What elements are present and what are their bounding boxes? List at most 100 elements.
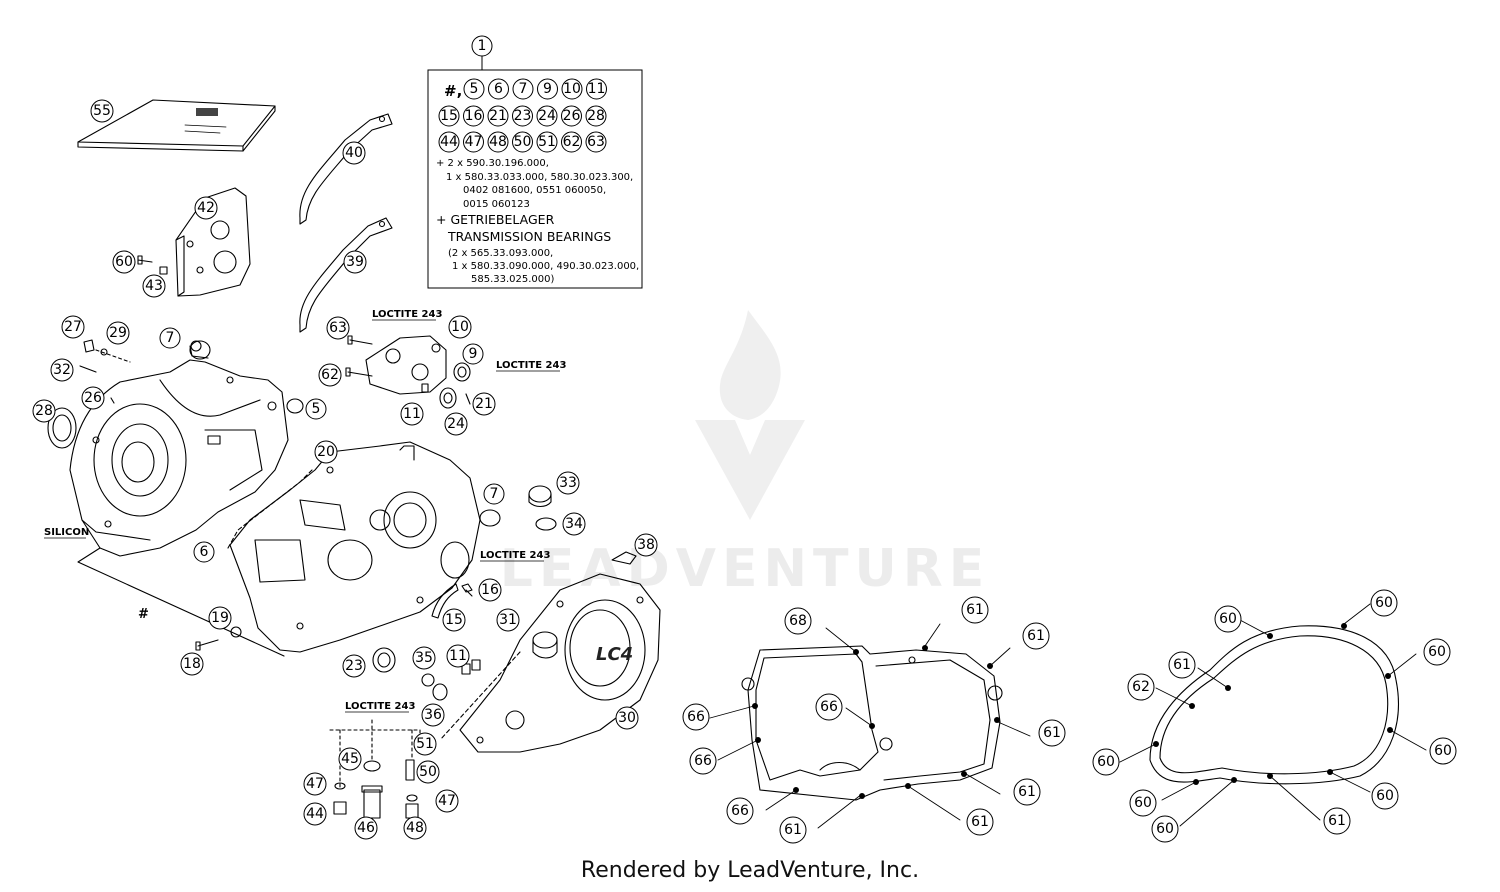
- callout-61e[interactable]: 61: [966, 808, 994, 836]
- callout-30[interactable]: 30: [615, 706, 639, 730]
- callout-48[interactable]: 48: [403, 816, 427, 840]
- callout-35[interactable]: 35: [412, 646, 436, 670]
- kit-circled-number: 28: [585, 105, 607, 127]
- callout-34[interactable]: 34: [562, 512, 586, 536]
- svg-text:60: 60: [1376, 788, 1394, 804]
- callout-43[interactable]: 43: [142, 274, 166, 298]
- callout-60e[interactable]: 60: [1092, 748, 1120, 776]
- callout-60f[interactable]: 60: [1371, 782, 1399, 810]
- svg-text:47: 47: [306, 776, 324, 792]
- callout-60b[interactable]: 60: [1370, 589, 1398, 617]
- kit-circled-number: 23: [512, 105, 533, 127]
- svg-text:66: 66: [694, 753, 712, 769]
- callout-33[interactable]: 33: [556, 471, 580, 495]
- callout-6[interactable]: 6: [193, 541, 215, 563]
- kit-line-3: 0402 081600, 0551 060050,: [463, 185, 606, 196]
- callout-36[interactable]: 36: [421, 703, 445, 727]
- callout-16[interactable]: 16: [478, 578, 502, 602]
- callout-31[interactable]: 31: [496, 608, 520, 632]
- callout-60a[interactable]: 60: [1214, 605, 1242, 633]
- svg-text:60: 60: [1134, 795, 1152, 811]
- callout-61f[interactable]: 61: [779, 816, 807, 844]
- callout-20[interactable]: 20: [314, 440, 338, 464]
- kit-circled-number: 47: [463, 131, 484, 153]
- callout-23[interactable]: 23: [342, 654, 366, 678]
- svg-text:61: 61: [1043, 725, 1061, 741]
- svg-text:34: 34: [565, 516, 583, 532]
- callout-44[interactable]: 44: [303, 802, 327, 826]
- callout-45[interactable]: 45: [338, 747, 362, 771]
- kit-circled-number: 16: [463, 105, 484, 127]
- callout-66c[interactable]: 66: [689, 747, 717, 775]
- callout-18[interactable]: 18: [180, 652, 204, 676]
- callout-1[interactable]: 1: [471, 35, 493, 57]
- callout-27[interactable]: 27: [61, 315, 85, 339]
- svg-text:11: 11: [403, 406, 421, 422]
- callout-61h[interactable]: 61: [1323, 807, 1351, 835]
- callout-61a[interactable]: 61: [961, 596, 989, 624]
- callout-19[interactable]: 19: [208, 606, 232, 630]
- callout-66a[interactable]: 66: [815, 693, 843, 721]
- callout-47b[interactable]: 47: [435, 789, 459, 813]
- callout-62[interactable]: 62: [318, 363, 342, 387]
- callout-60h[interactable]: 60: [1151, 815, 1179, 843]
- callout-55[interactable]: 55: [90, 99, 114, 123]
- callout-26[interactable]: 26: [81, 386, 105, 410]
- callout-32[interactable]: 32: [50, 358, 74, 382]
- silicon-label: SILICON: [44, 527, 89, 538]
- callout-50[interactable]: 50: [416, 760, 440, 784]
- svg-text:60: 60: [1434, 743, 1452, 759]
- svg-text:33: 33: [559, 475, 577, 491]
- callout-51[interactable]: 51: [413, 732, 437, 756]
- callout-61d[interactable]: 61: [1013, 778, 1041, 806]
- callout-46[interactable]: 46: [354, 816, 378, 840]
- svg-text:35: 35: [415, 650, 433, 666]
- svg-text:62: 62: [1132, 679, 1150, 695]
- kit-line-2: 1 x 580.33.033.000, 580.30.023.300,: [446, 172, 633, 183]
- callout-5[interactable]: 5: [305, 398, 327, 420]
- kit-line-6: 1 x 580.33.090.000, 490.30.023.000,: [452, 261, 639, 272]
- callout-61b[interactable]: 61: [1022, 622, 1050, 650]
- svg-text:46: 46: [357, 820, 375, 836]
- callout-63[interactable]: 63: [326, 316, 350, 340]
- callout-29[interactable]: 29: [106, 321, 130, 345]
- callout-61g[interactable]: 61: [1168, 651, 1196, 679]
- watermark-text: LEADVENTURE: [500, 539, 991, 599]
- callout-9[interactable]: 9: [462, 343, 484, 365]
- svg-text:18: 18: [183, 656, 201, 672]
- svg-text:23: 23: [345, 658, 363, 674]
- callout-47[interactable]: 47: [303, 772, 327, 796]
- svg-text:28: 28: [35, 403, 53, 419]
- leadventure-watermark: LEADVENTURE: [500, 310, 991, 599]
- kit-circled-number: 7: [512, 78, 534, 100]
- gasket-booklet-drawing: [77, 99, 276, 152]
- callout-60c[interactable]: 60: [1423, 638, 1451, 666]
- svg-text:61: 61: [1027, 628, 1045, 644]
- callout-39[interactable]: 39: [343, 250, 367, 274]
- callout-42[interactable]: 42: [194, 196, 218, 220]
- callout-60[interactable]: 60: [112, 250, 136, 274]
- callout-15[interactable]: 15: [442, 608, 466, 632]
- callout-66b[interactable]: 66: [682, 703, 710, 731]
- callout-24[interactable]: 24: [444, 412, 468, 436]
- callout-40[interactable]: 40: [342, 141, 366, 165]
- callout-66d[interactable]: 66: [726, 797, 754, 825]
- callout-61c[interactable]: 61: [1038, 719, 1066, 747]
- callout-68[interactable]: 68: [784, 607, 812, 635]
- kit-line-1: + 2 x 590.30.196.000,: [436, 158, 549, 169]
- callout-60g[interactable]: 60: [1129, 789, 1157, 817]
- callout-21[interactable]: 21: [472, 392, 496, 416]
- callout-11b[interactable]: 11: [446, 644, 470, 668]
- callout-7[interactable]: 7: [159, 327, 181, 349]
- callout-28[interactable]: 28: [32, 399, 56, 423]
- callout-10[interactable]: 10: [448, 315, 472, 339]
- callout-7b[interactable]: 7: [483, 483, 505, 505]
- svg-text:63: 63: [329, 320, 347, 336]
- callout-11[interactable]: 11: [400, 402, 424, 426]
- callout-38[interactable]: 38: [634, 533, 658, 557]
- chain-guide-40-drawing: [299, 113, 393, 225]
- callout-62b[interactable]: 62: [1127, 673, 1155, 701]
- callout-60d[interactable]: 60: [1429, 737, 1457, 765]
- svg-text:1: 1: [478, 38, 487, 54]
